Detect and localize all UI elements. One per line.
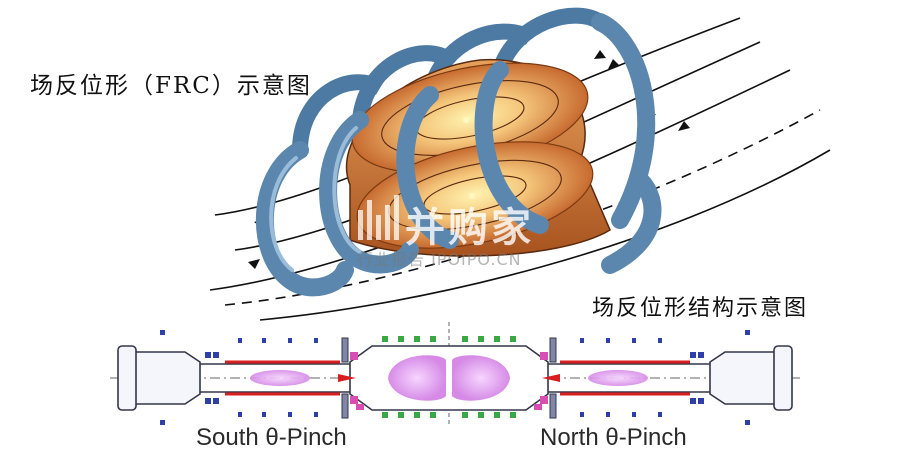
south-theta-pinch-label: South θ-Pinch — [196, 424, 347, 451]
north-theta-pinch-label: North θ-Pinch — [540, 424, 687, 451]
confinement-vessel — [349, 345, 549, 411]
formation-tubes — [200, 363, 710, 393]
translation-arrows — [338, 374, 560, 382]
coil-highlights — [269, 126, 362, 272]
watermark-logo-icon — [358, 195, 399, 240]
north-end-chamber — [709, 345, 793, 411]
frc-structure-title: 场反位形结构示意图 — [592, 296, 809, 321]
frc-cross-section — [110, 322, 800, 425]
red-beam-lines — [225, 360, 690, 396]
pink-magnets — [350, 352, 548, 410]
coil-fronts — [256, 13, 662, 297]
frc-plasmas — [250, 355, 648, 401]
green-confinement-coils — [382, 336, 516, 418]
blue-pinch-coils — [160, 330, 750, 425]
frc-3d-view — [209, 7, 831, 321]
south-end-chamber — [117, 345, 201, 411]
watermark-brand: 并购家 — [405, 205, 534, 251]
watermark-subtitle: 行业报告 IPOIPO.CN — [357, 250, 522, 269]
vessel-flanges — [341, 337, 557, 419]
frc-diagram-title: 场反位形（FRC）示意图 — [30, 73, 312, 99]
